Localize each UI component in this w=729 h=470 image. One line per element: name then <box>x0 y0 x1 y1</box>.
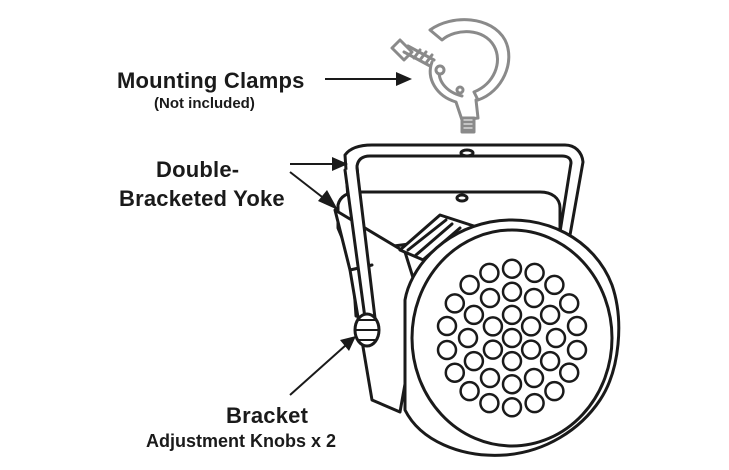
led-icon <box>479 392 500 414</box>
led-icon <box>436 315 458 337</box>
label-double: Double- <box>156 157 240 182</box>
led-icon <box>501 304 523 326</box>
led-icon <box>444 362 466 383</box>
led-icon <box>566 315 588 337</box>
led-icon <box>539 350 561 372</box>
led-icon <box>501 350 523 372</box>
label-bracket: Bracket <box>226 403 309 428</box>
led-icon <box>544 274 565 296</box>
led-icon <box>501 281 523 303</box>
led-icon <box>539 304 561 326</box>
led-icon <box>479 287 501 309</box>
leader-lines <box>289 72 412 396</box>
led-icon <box>444 293 466 314</box>
led-icon <box>482 316 504 337</box>
led-icon <box>524 262 545 284</box>
led-icon <box>501 397 523 418</box>
label-adjustment-knobs: Adjustment Knobs x 2 <box>146 431 337 451</box>
label-mounting-clamps: Mounting Clamps <box>117 68 305 93</box>
label-not-included: (Not included) <box>154 95 255 112</box>
led-icon <box>501 373 523 395</box>
led-icon <box>558 362 580 383</box>
led-icon <box>520 316 542 337</box>
led-icon <box>524 392 545 414</box>
led-icon <box>520 339 542 360</box>
led-icon <box>479 262 500 284</box>
led-icon <box>523 367 545 389</box>
led-icon <box>545 327 567 349</box>
label-bracketed-yoke: Bracketed Yoke <box>119 186 285 211</box>
mounting-clamp-icon <box>390 18 511 134</box>
led-icon <box>523 287 545 309</box>
led-icon <box>459 274 480 296</box>
led-icon <box>558 293 580 314</box>
led-icon <box>436 339 458 361</box>
adjustment-knob-icon <box>353 312 381 348</box>
led-icon <box>501 327 523 349</box>
led-icon <box>544 380 565 402</box>
led-icon <box>459 380 480 402</box>
led-icon <box>482 339 504 360</box>
led-icon <box>566 339 588 361</box>
led-array <box>436 258 588 418</box>
led-icon <box>463 350 485 372</box>
led-icon <box>479 367 501 389</box>
led-icon <box>457 327 479 349</box>
led-icon <box>501 258 523 279</box>
led-icon <box>463 304 485 326</box>
